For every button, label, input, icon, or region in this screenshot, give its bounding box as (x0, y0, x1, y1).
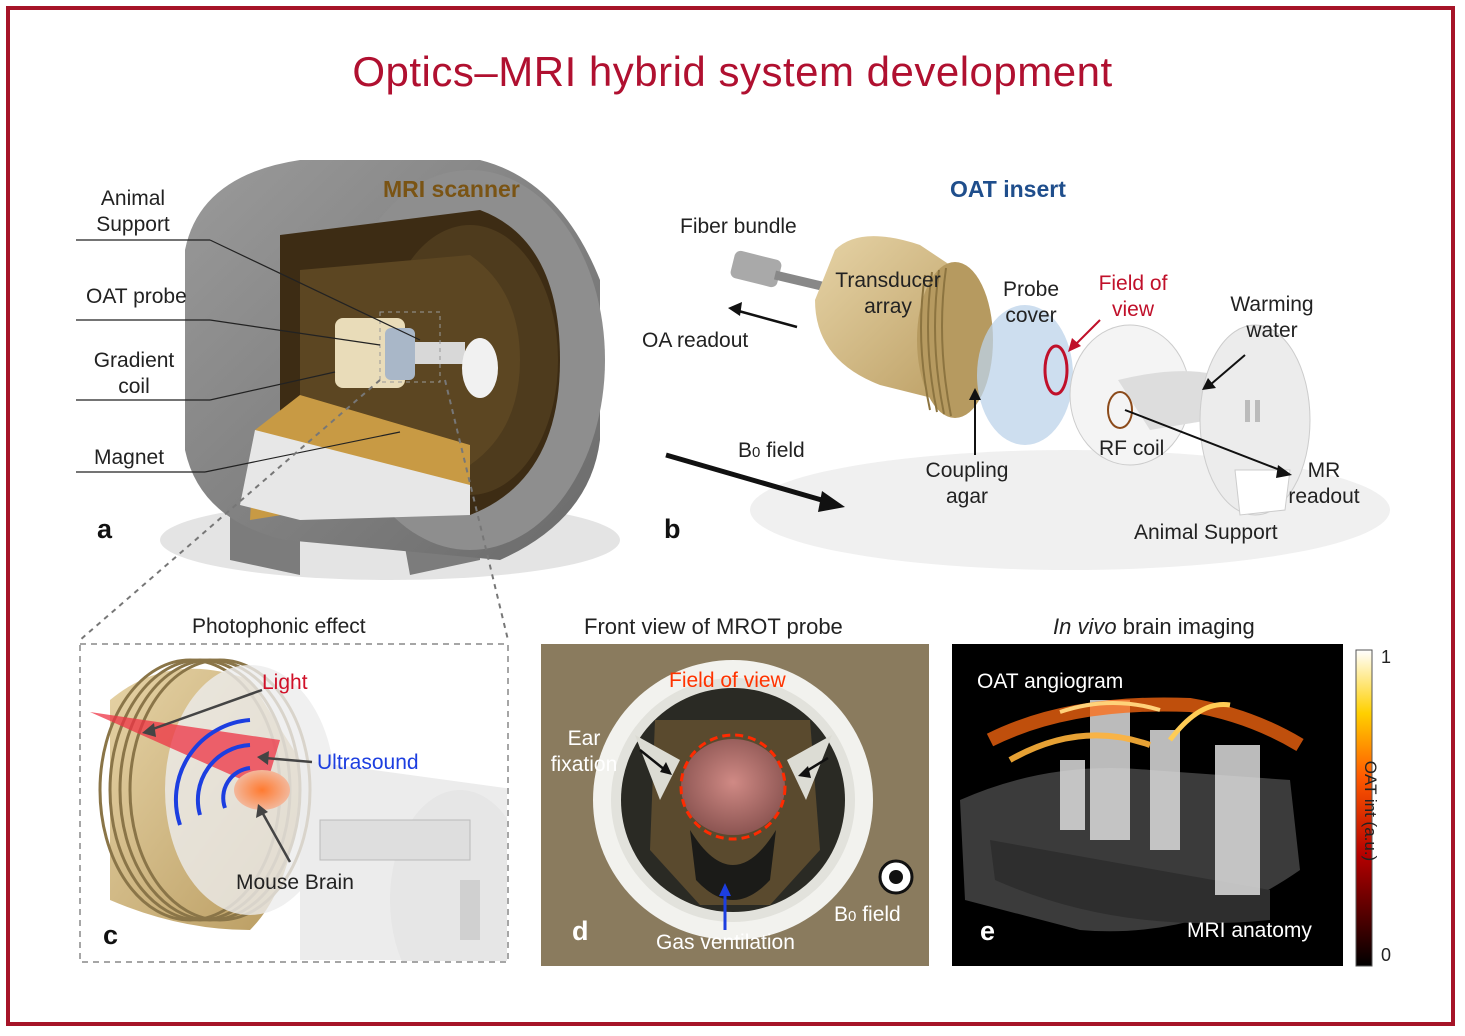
panel-c-arrows (142, 688, 313, 863)
figure-title: Optics–MRI hybrid system development (352, 48, 1113, 95)
panel-letter-a: a (97, 514, 113, 544)
label-ultrasound: Ultrasound (317, 751, 419, 774)
label-transducer-array: Transducer array (835, 269, 941, 318)
label-b0-field-d: B0 field (834, 903, 901, 926)
colorbar-max-label: 1 (1381, 647, 1392, 667)
figure-frame (6, 6, 1455, 1026)
label-oat-angiogram: OAT angiogram (977, 670, 1124, 693)
panel-letter-c: c (103, 920, 119, 950)
colorbar-min-label: 0 (1381, 945, 1392, 965)
panel-a-leader-lines (76, 239, 421, 473)
oat-insert-illustration (730, 236, 1390, 570)
label-mr-readout: MR readout (1288, 459, 1360, 508)
mri-scanner-header: MRI scanner (383, 176, 520, 202)
label-gas-ventilation: Gas ventilation (656, 931, 795, 954)
label-probe-cover: Probe cover (1002, 278, 1060, 327)
label-oat-probe: OAT probe (86, 285, 187, 308)
label-coupling-agar: Coupling agar (925, 459, 1009, 508)
label-warming-water: Warming water (1230, 293, 1314, 342)
label-rf-coil: RF coil (1099, 437, 1165, 460)
panel-letter-b: b (664, 514, 681, 544)
label-magnet: Magnet (94, 446, 165, 469)
label-mri-anatomy: MRI anatomy (1187, 919, 1312, 942)
brain-image-illustration (960, 697, 1304, 932)
label-gradient-coil: Gradient coil (93, 349, 175, 398)
label-light: Light (262, 671, 308, 694)
fov-arrow-b (1068, 319, 1101, 352)
label-b0-field-b: B0 field (738, 439, 805, 462)
label-field-of-view-b: Field of view (1098, 272, 1168, 321)
oat-insert-header: OAT insert (950, 176, 1066, 202)
label-field-of-view-d: Field of view (669, 669, 786, 692)
panel-letter-e: e (980, 916, 996, 946)
front-view-illustration (593, 660, 914, 940)
mri-scanner-illustration (160, 160, 620, 580)
photophonic-header: Photophonic effect (192, 615, 366, 638)
zoom-lines (79, 379, 509, 641)
panel-d-arrows (639, 749, 829, 930)
panel-letter-d: d (572, 916, 589, 946)
in-vivo-header: In vivo brain imaging (1053, 614, 1255, 639)
colorbar-title: OAT int (a.u.) (1361, 760, 1381, 862)
front-view-header: Front view of MROT probe (584, 614, 843, 639)
label-ear-fixation: Ear fixation (550, 727, 618, 776)
label-mouse-brain: Mouse Brain (236, 871, 354, 894)
panel-b-arrows (665, 302, 1292, 512)
label-oa-readout: OA readout (642, 329, 749, 352)
label-animal-support-b: Animal Support (1134, 521, 1278, 544)
colorbar (1355, 649, 1373, 967)
label-animal-support-a: Animal Support (96, 187, 170, 236)
photophonic-illustration (90, 658, 507, 961)
label-fiber-bundle: Fiber bundle (680, 215, 797, 238)
